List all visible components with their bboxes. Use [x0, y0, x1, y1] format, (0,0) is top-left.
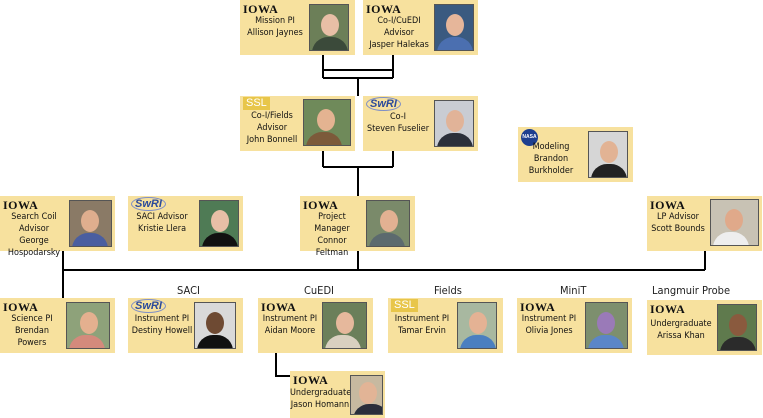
card-scott-bounds: IOWA LP Advisor Scott Bounds — [647, 196, 762, 251]
label-langmuir: Langmuir Probe — [652, 284, 731, 297]
john-bonnell-photo — [303, 99, 351, 146]
name-label: Steven Fuselier — [366, 124, 430, 134]
tamar-ervin-photo — [457, 302, 497, 349]
steven-fuselier-photo — [434, 100, 474, 147]
card-allison-jaynes: IOWA Mission PI Allison Jaynes — [240, 0, 355, 55]
role-label: Instrument PI — [134, 314, 190, 324]
role-label: Project Manager — [314, 212, 350, 234]
name-label: Allison Jaynes — [247, 28, 303, 38]
brendan-powers-photo — [66, 302, 110, 349]
arissa-khan-photo — [717, 304, 757, 351]
connector-coi — [322, 150, 394, 196]
name-label: Brandon — [533, 154, 569, 164]
iowa-logo: IOWA — [650, 198, 686, 212]
aidan-moore-photo — [322, 302, 367, 349]
label-minit: MiniT — [560, 284, 587, 297]
connector-top — [322, 55, 394, 96]
role-label: Co-I — [389, 112, 407, 122]
kristie-llera-photo — [199, 200, 239, 247]
card-john-bonnell: SSL Co-I/Fields Advisor John Bonnell — [240, 96, 355, 151]
card-steven-fuselier: SwRI Co-I Steven Fuselier — [363, 96, 478, 151]
jason-homann-photo — [350, 375, 383, 415]
role-label: SACI Advisor — [136, 212, 188, 222]
name-label: Scott Bounds — [651, 224, 705, 234]
card-george-hospodarsky: IOWA Search Coil Advisor George Hospodar… — [0, 196, 115, 258]
swri-logo: SwRI — [366, 97, 401, 111]
connor-feltman-photo — [366, 200, 410, 247]
label-fields: Fields — [434, 284, 462, 297]
role-label: Co-I/Fields — [251, 111, 293, 121]
name-label: Arissa Khan — [657, 331, 705, 341]
card-connor-feltman: IOWA Project Manager Connor Feltman — [300, 196, 415, 258]
name-label-2: Burkholder — [528, 166, 574, 176]
card-olivia-jones: IOWA Instrument PI Olivia Jones — [517, 298, 632, 353]
allison-jaynes-photo — [309, 4, 349, 51]
card-jasper-halekas: IOWA Co-I/CuEDI Advisor Jasper Halekas — [363, 0, 478, 55]
card-brendan-powers: IOWA Science PI Brendan Powers — [0, 298, 115, 353]
name-label: Jason Homann — [290, 400, 350, 410]
swri-logo: SwRI — [131, 197, 166, 211]
name-label: Olivia Jones — [525, 326, 573, 336]
name-label: Tamar Ervin — [398, 326, 446, 336]
name-label: Brendan Powers — [14, 326, 50, 348]
card-jason-homann: IOWA Undergraduate Jason Homann — [290, 371, 385, 418]
card-kristie-llera: SwRI SACI Advisor Kristie Llera — [128, 196, 243, 251]
name-label: Destiny Howell — [131, 326, 193, 336]
role-label: Undergraduate — [650, 319, 712, 329]
name-label: Connor Feltman — [315, 236, 349, 258]
iowa-logo: IOWA — [3, 198, 39, 212]
jasper-halekas-photo — [434, 4, 474, 51]
iowa-logo: IOWA — [366, 2, 402, 16]
role-label: Instrument PI — [262, 314, 318, 324]
role-label-2: Advisor — [256, 123, 288, 133]
olivia-jones-photo — [585, 302, 628, 349]
swri-logo: SwRI — [131, 299, 166, 313]
role-label: Modeling — [532, 142, 570, 152]
role-label: Undergraduate — [290, 388, 352, 398]
connector-jason — [275, 352, 290, 377]
iowa-logo: IOWA — [243, 2, 279, 16]
role-label: Co-I/CuEDI Advisor — [377, 16, 421, 38]
card-tamar-ervin: SSL Instrument PI Tamar Ervin — [388, 298, 503, 353]
brandon-burkholder-photo — [588, 131, 628, 178]
role-label: Instrument PI — [521, 314, 577, 324]
role-label: Search Coil Advisor — [11, 212, 57, 234]
name-label: John Bonnell — [246, 135, 298, 145]
name-label-2: Hospodarsky — [7, 248, 61, 258]
nasa-logo: NASA — [521, 129, 538, 146]
label-saci: SACI — [177, 284, 200, 297]
name-label: Jasper Halekas — [369, 40, 429, 50]
card-destiny-howell: SwRI Instrument PI Destiny Howell — [128, 298, 243, 353]
iowa-logo: IOWA — [303, 198, 339, 212]
iowa-logo: IOWA — [650, 302, 686, 316]
george-hospodarsky-photo — [69, 200, 112, 247]
iowa-logo: IOWA — [520, 300, 556, 314]
card-aidan-moore: IOWA Instrument PI Aidan Moore — [258, 298, 373, 353]
iowa-logo: IOWA — [3, 300, 39, 314]
role-label: LP Advisor — [656, 212, 700, 222]
role-label: Instrument PI — [394, 314, 450, 324]
ssl-logo: SSL — [243, 97, 270, 110]
name-label: Aidan Moore — [264, 326, 316, 336]
iowa-logo: IOWA — [261, 300, 297, 314]
card-brandon-burkholder: NASA Modeling Brandon Burkholder — [518, 127, 633, 182]
card-arissa-khan: IOWA Undergraduate Arissa Khan — [647, 300, 762, 355]
role-label: Mission PI — [255, 16, 295, 26]
name-label: Kristie Llera — [137, 224, 187, 234]
name-label: George — [19, 236, 49, 246]
scott-bounds-photo — [710, 199, 759, 246]
label-cuedi: CuEDI — [304, 284, 334, 297]
iowa-logo: IOWA — [293, 373, 329, 387]
role-label: Science PI — [11, 314, 53, 324]
destiny-howell-photo — [194, 302, 236, 349]
ssl-logo: SSL — [391, 299, 418, 312]
